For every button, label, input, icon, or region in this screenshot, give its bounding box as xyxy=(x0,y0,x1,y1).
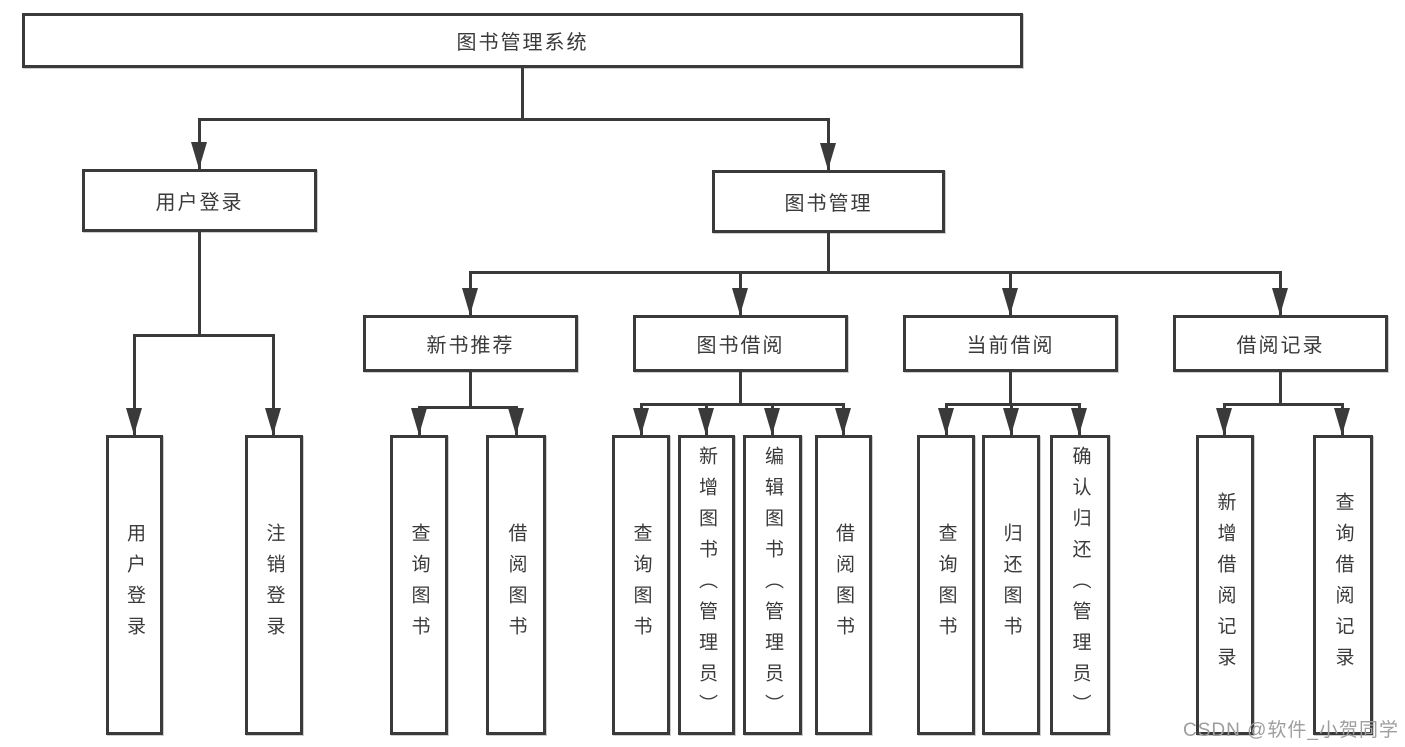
connector-level2-rail xyxy=(469,271,1282,274)
leaf-label: 新增图书（管理员） xyxy=(696,445,717,725)
arrowhead-down-icon xyxy=(508,408,524,435)
node-user-login: 用户登录 xyxy=(82,169,317,232)
connector-book-borrow-stem xyxy=(739,372,742,403)
arrowhead-down-icon xyxy=(764,408,780,435)
leaf-add-borrow-record: 新增借阅记录 xyxy=(1196,435,1254,735)
connector-current-borrow-stem xyxy=(1009,372,1012,403)
leaf-label: 注销登录 xyxy=(263,523,285,647)
arrowhead-down-icon xyxy=(835,408,851,435)
leaf-return-book: 归还图书 xyxy=(982,435,1040,735)
leaf-user-login: 用户登录 xyxy=(106,435,163,735)
leaf-label: 确认归还（管理员） xyxy=(1069,445,1091,725)
node-label: 用户登录 xyxy=(155,192,244,214)
arrowhead-down-icon xyxy=(1334,408,1350,435)
node-label: 借阅记录 xyxy=(1236,335,1325,357)
leaf-label: 借阅图书 xyxy=(505,523,527,647)
connector-user-login-rail xyxy=(133,334,274,337)
node-label: 图书管理 xyxy=(784,193,873,215)
leaf-query-book: 查询图书 xyxy=(612,435,670,735)
csdn-watermark: CSDN @软件_小贺同学 xyxy=(1183,720,1399,741)
leaf-logout: 注销登录 xyxy=(245,435,303,735)
connector-current-borrow-rail xyxy=(945,403,1081,406)
node-current-borrow: 当前借阅 xyxy=(903,315,1118,372)
connector-borrow-record-stem xyxy=(1279,372,1282,403)
leaf-label: 查询图书 xyxy=(935,523,957,647)
connector-user-login-stem xyxy=(198,232,201,334)
leaf-label: 编辑图书（管理员） xyxy=(762,445,783,725)
leaf-label: 借阅图书 xyxy=(833,523,854,647)
node-library-management-system: 图书管理系统 xyxy=(22,13,1023,68)
node-label: 新书推荐 xyxy=(426,335,515,357)
arrowhead-down-icon xyxy=(633,408,649,435)
leaf-label: 用户登录 xyxy=(124,523,145,647)
leaf-edit-book-admin: 编辑图书（管理员） xyxy=(743,435,802,735)
node-book-borrow: 图书借阅 xyxy=(633,315,848,372)
arrowhead-down-icon xyxy=(698,408,714,435)
node-book-management: 图书管理 xyxy=(712,170,945,233)
arrowhead-down-icon xyxy=(191,142,207,169)
connector-root-stem xyxy=(521,68,524,118)
connector-drop-logout-leaf xyxy=(272,334,275,435)
connector-book-borrow-rail xyxy=(640,403,844,406)
leaf-label: 查询借阅记录 xyxy=(1332,492,1354,678)
arrowhead-down-icon xyxy=(462,288,478,315)
arrowhead-down-icon xyxy=(1272,288,1288,315)
connector-drop-login-leaf xyxy=(133,334,136,435)
connector-borrow-record-rail xyxy=(1223,403,1344,406)
node-label: 图书管理系统 xyxy=(456,32,589,54)
arrowhead-down-icon xyxy=(1071,408,1087,435)
leaf-query-borrow-record: 查询借阅记录 xyxy=(1313,435,1373,735)
connector-book-management-stem xyxy=(827,233,830,271)
leaf-label: 查询图书 xyxy=(630,523,652,647)
leaf-borrow-book-recommend: 借阅图书 xyxy=(486,435,546,735)
node-borrow-record: 借阅记录 xyxy=(1173,315,1388,372)
arrowhead-down-icon xyxy=(938,408,954,435)
leaf-query-book-current: 查询图书 xyxy=(917,435,975,735)
leaf-label: 归还图书 xyxy=(1000,523,1022,647)
arrowhead-down-icon xyxy=(1002,288,1018,315)
arrowhead-down-icon xyxy=(411,408,427,435)
arrowhead-down-icon xyxy=(265,408,281,435)
leaf-label: 新增借阅记录 xyxy=(1214,492,1236,678)
connector-level1-rail xyxy=(198,118,830,121)
leaf-query-book-recommend: 查询图书 xyxy=(390,435,448,735)
leaf-label: 查询图书 xyxy=(408,523,430,647)
connector-new-book-rail xyxy=(418,406,517,409)
node-label: 图书借阅 xyxy=(696,335,785,357)
node-new-book-recommend: 新书推荐 xyxy=(363,315,578,372)
arrowhead-down-icon xyxy=(1216,408,1232,435)
leaf-borrow-book: 借阅图书 xyxy=(815,435,872,735)
leaf-add-book-admin: 新增图书（管理员） xyxy=(678,435,735,735)
node-label: 当前借阅 xyxy=(966,335,1055,357)
connector-new-book-stem xyxy=(469,372,472,406)
arrowhead-down-icon xyxy=(126,408,142,435)
arrowhead-down-icon xyxy=(820,143,836,170)
arrowhead-down-icon xyxy=(1003,408,1019,435)
arrowhead-down-icon xyxy=(732,288,748,315)
leaf-confirm-return-admin: 确认归还（管理员） xyxy=(1050,435,1110,735)
